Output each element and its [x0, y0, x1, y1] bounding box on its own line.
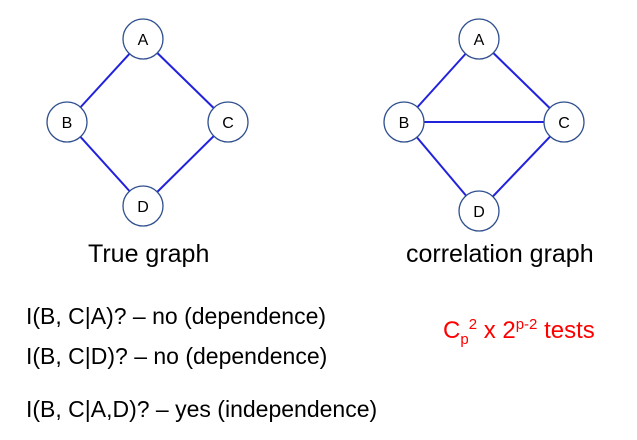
- node-d: D: [458, 190, 500, 232]
- formula-subscript: p: [460, 330, 469, 348]
- node-label: A: [138, 32, 149, 49]
- node-label: B: [399, 115, 410, 132]
- test-line-2: I(B, C|D)? – no (dependence): [26, 343, 328, 369]
- graphs-canvas: A B C D A B C: [46, 18, 585, 232]
- node-label: C: [558, 115, 570, 132]
- formula-end: tests: [537, 317, 595, 344]
- test-line-3: I(B, C|A,D)? – yes (independence): [26, 396, 378, 422]
- test-count-formula: Cp2 x 2p-2 tests: [443, 316, 595, 348]
- true-graph-caption: True graph: [88, 240, 210, 268]
- node-d: D: [122, 185, 164, 227]
- node-c: C: [543, 101, 585, 143]
- test-line-1: I(B, C|A)? – no (dependence): [26, 303, 327, 329]
- formula-base: C: [443, 317, 461, 344]
- node-a: A: [122, 18, 164, 60]
- node-b: B: [383, 101, 425, 143]
- node-label: B: [62, 115, 73, 132]
- node-label: A: [474, 32, 485, 49]
- node-c: C: [207, 101, 249, 143]
- correlation-graph-caption: correlation graph: [406, 240, 594, 268]
- node-label: C: [222, 115, 234, 132]
- node-b: B: [46, 101, 88, 143]
- correlation-graph: A B C D: [383, 18, 585, 232]
- formula-superscript-2: p-2: [515, 316, 538, 333]
- node-a: A: [458, 18, 500, 60]
- node-label: D: [473, 204, 485, 221]
- node-label: D: [137, 199, 149, 216]
- true-graph: A B C D: [46, 18, 249, 227]
- formula-superscript-1: 2: [468, 316, 478, 333]
- formula-middle: x 2: [477, 317, 516, 344]
